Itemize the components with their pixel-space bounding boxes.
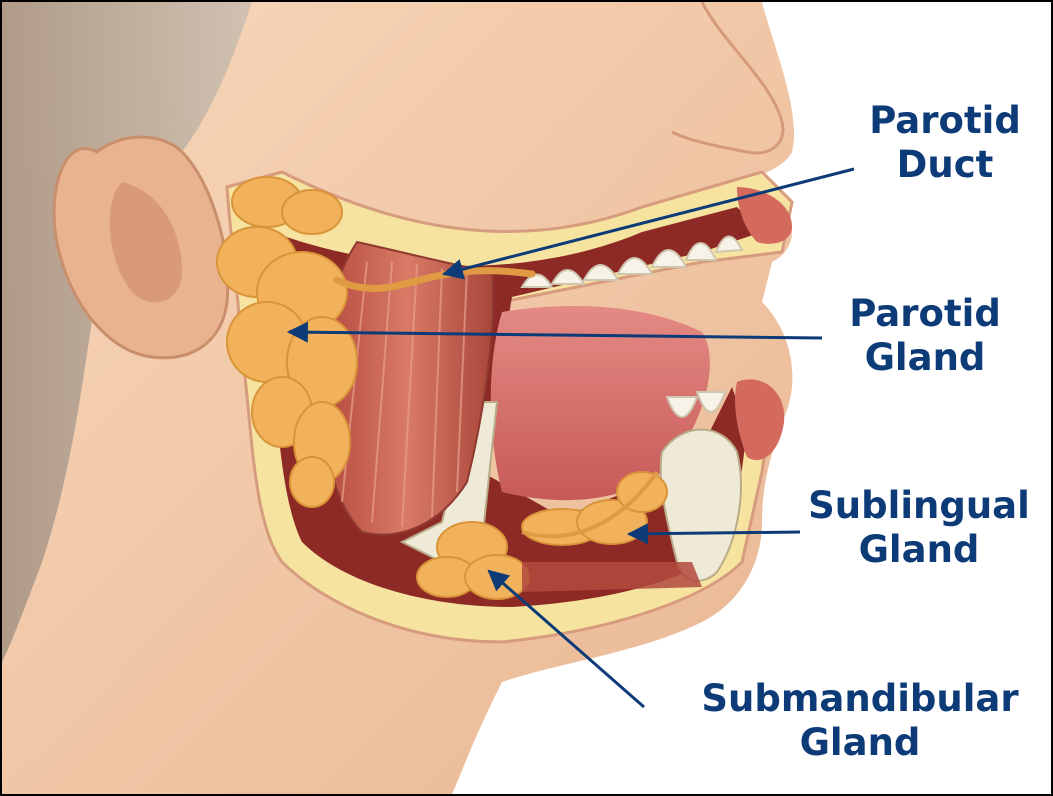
label-sublingual-gland-line2: Gland (784, 528, 1053, 572)
label-parotid-duct-line2: Duct (840, 143, 1050, 187)
arrow-sublingual-gland (629, 532, 800, 534)
label-sublingual-gland-line1: Sublingual (784, 484, 1053, 528)
floor-muscle (522, 562, 702, 592)
label-parotid-duct: Parotid Duct (840, 99, 1050, 187)
label-submandibular-gland-line1: Submandibular (670, 677, 1050, 721)
label-parotid-gland-line1: Parotid (820, 292, 1030, 336)
label-sublingual-gland: Sublingual Gland (784, 484, 1053, 572)
label-parotid-duct-line1: Parotid (840, 99, 1050, 143)
label-parotid-gland: Parotid Gland (820, 292, 1030, 380)
label-submandibular-gland-line2: Gland (670, 721, 1050, 765)
label-submandibular-gland: Submandibular Gland (670, 677, 1050, 765)
label-parotid-gland-line2: Gland (820, 336, 1030, 380)
